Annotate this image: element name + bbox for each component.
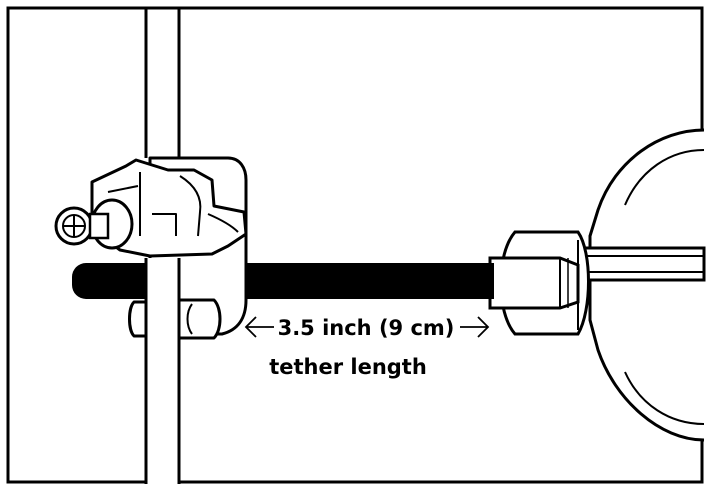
measurement-label: 3.5 inch (9 cm) bbox=[278, 316, 455, 340]
clip-mechanism bbox=[90, 156, 248, 340]
tether-cable bbox=[72, 263, 494, 299]
tether-end-cap bbox=[488, 230, 590, 336]
vertical-post-front bbox=[144, 258, 181, 484]
screw-head-icon bbox=[54, 206, 110, 246]
device-housing bbox=[583, 128, 706, 442]
vertical-post bbox=[144, 9, 181, 158]
caption-label: tether length bbox=[269, 355, 427, 379]
left-arrow-icon bbox=[244, 316, 274, 338]
right-arrow-icon bbox=[460, 316, 490, 338]
